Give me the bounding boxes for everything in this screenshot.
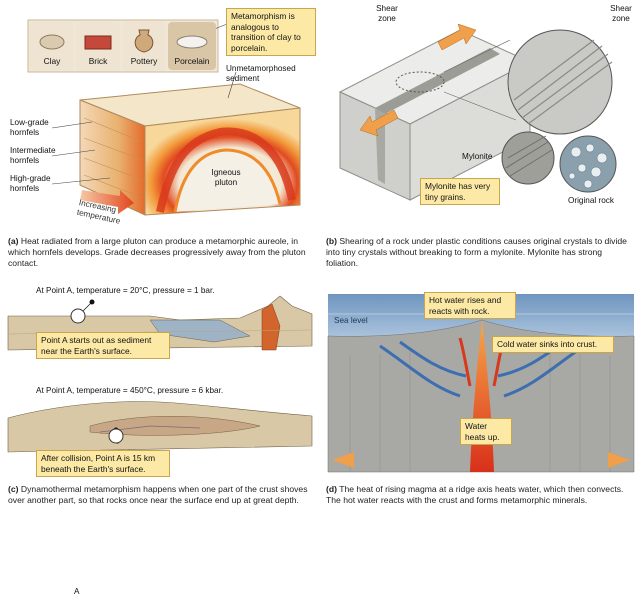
- clay-icon: [39, 34, 65, 50]
- tile-pottery: Pottery: [122, 22, 166, 70]
- basin-sediment: [149, 319, 251, 343]
- caption-c-letter: (c): [8, 484, 19, 494]
- caption-d-text: The heat of rising magma at a ridge axis…: [326, 484, 624, 505]
- point-a-circle-bottom: [108, 428, 124, 444]
- magnifier-line: [443, 39, 511, 73]
- shear-zone-label-2: Shear zone: [610, 4, 632, 23]
- shear-zone-band: [375, 48, 500, 114]
- shear-zone-highlight: [395, 71, 445, 93]
- caption-c-text: Dynamothermal metamorphism happens when …: [8, 484, 308, 505]
- aureole-layers: [83, 117, 144, 199]
- caption-a-letter: (a): [8, 236, 19, 246]
- top-conditions-text: At Point A, temperature = 20°C, pressure…: [36, 286, 215, 295]
- mylonite-label: Mylonite: [462, 152, 493, 161]
- crust-dikes: [349, 350, 611, 472]
- tile-clay-label: Clay: [43, 56, 61, 66]
- cold-water-callout: Cold water sinks into crust.: [492, 336, 614, 353]
- point-a-leader-top: [81, 301, 93, 313]
- spreading-arrow-right: [608, 452, 630, 468]
- igneous-pluton: [173, 148, 282, 213]
- shear-diagram: [338, 23, 617, 201]
- temperature-arrow: [80, 190, 134, 214]
- tile-brick: Brick: [76, 22, 120, 70]
- caption-a: (a) Heat radiated from a large pluton ca…: [8, 236, 308, 269]
- shear-arrow-top: [437, 23, 477, 51]
- leader-lines: [51, 21, 237, 185]
- tile-porcelain-label: Porcelain: [174, 56, 210, 66]
- panel-d-ridge-axis: Sea level Hot water rises and reacts wit…: [320, 276, 640, 518]
- thrust-wedge: [89, 416, 261, 436]
- bottom-conditions-text: At Point A, temperature = 450°C, pressur…: [36, 386, 224, 395]
- tile-pottery-label: Pottery: [130, 56, 158, 66]
- brick-icon: [84, 35, 112, 50]
- tile-porcelain: Porcelain: [168, 22, 216, 70]
- magnified-view: [507, 29, 613, 135]
- water-heats-callout: Water heats up.: [460, 418, 512, 445]
- mylonite-callout: Mylonite has very tiny grains.: [420, 178, 500, 205]
- original-rock-crystals: [568, 143, 608, 189]
- shear-zone-label-1: Shear zone: [376, 4, 398, 23]
- caption-a-text: Heat radiated from a large pluton can pr…: [8, 236, 306, 268]
- panel-b-mylonite: Shear zone Shear zone Mylonite Mylonite …: [320, 0, 640, 270]
- spreading-arrow-left: [332, 452, 354, 468]
- igneous-pluton-label: Igneous pluton: [211, 168, 241, 187]
- low-grade-label: Low-grade hornfels: [10, 118, 49, 137]
- collision-callout: After collision, Point A is 15 km beneat…: [36, 450, 170, 477]
- unmetamorphosed-label: Unmetamorphosed sediment: [226, 64, 296, 83]
- shear-arrow-bottom: [359, 109, 399, 137]
- high-grade-label: High-grade hornfels: [10, 174, 51, 193]
- caption-b-letter: (b): [326, 236, 337, 246]
- point-a-circle-top: [70, 308, 86, 324]
- clay-porcelain-callout: Metamorphism is analogous to transition …: [226, 8, 316, 56]
- hot-water-callout: Hot water rises and reacts with rock.: [424, 292, 516, 319]
- foliation-lines: [513, 39, 613, 125]
- pluton-contact: [156, 127, 296, 213]
- caption-b-text: Shearing of a rock under plastic conditi…: [326, 236, 627, 268]
- sea-level-label: Sea level: [334, 316, 368, 325]
- panel-c-dynamothermal: At Point A, temperature = 20°C, pressure…: [0, 276, 320, 596]
- caption-d: (d) The heat of rising magma at a ridge …: [326, 484, 634, 506]
- intermediate-label: Intermediate hornfels: [10, 146, 56, 165]
- aureole-diagram: [27, 19, 301, 216]
- magma-body: [261, 303, 281, 351]
- magnifier-line-2: [443, 91, 517, 121]
- point-a-label-top: A: [74, 587, 80, 596]
- original-rock-label: Original rock: [568, 196, 614, 205]
- caption-d-letter: (d): [326, 484, 337, 494]
- panel-a-aureole: Clay Brick Pottery Porcelain Metamorphis…: [0, 0, 320, 270]
- collision-diagram: [7, 295, 313, 453]
- mylonite-grain-lines: [505, 135, 553, 177]
- caption-b: (b) Shearing of a rock under plastic con…: [326, 236, 634, 269]
- porcelain-icon: [176, 35, 208, 49]
- tile-brick-label: Brick: [88, 56, 108, 66]
- sediment-callout: Point A starts out as sediment near the …: [36, 332, 170, 359]
- caption-c: (c) Dynamothermal metamorphism happens w…: [8, 484, 314, 506]
- pottery-icon: [134, 29, 154, 53]
- mylonite-sample: [501, 131, 555, 185]
- tile-clay: Clay: [30, 22, 74, 70]
